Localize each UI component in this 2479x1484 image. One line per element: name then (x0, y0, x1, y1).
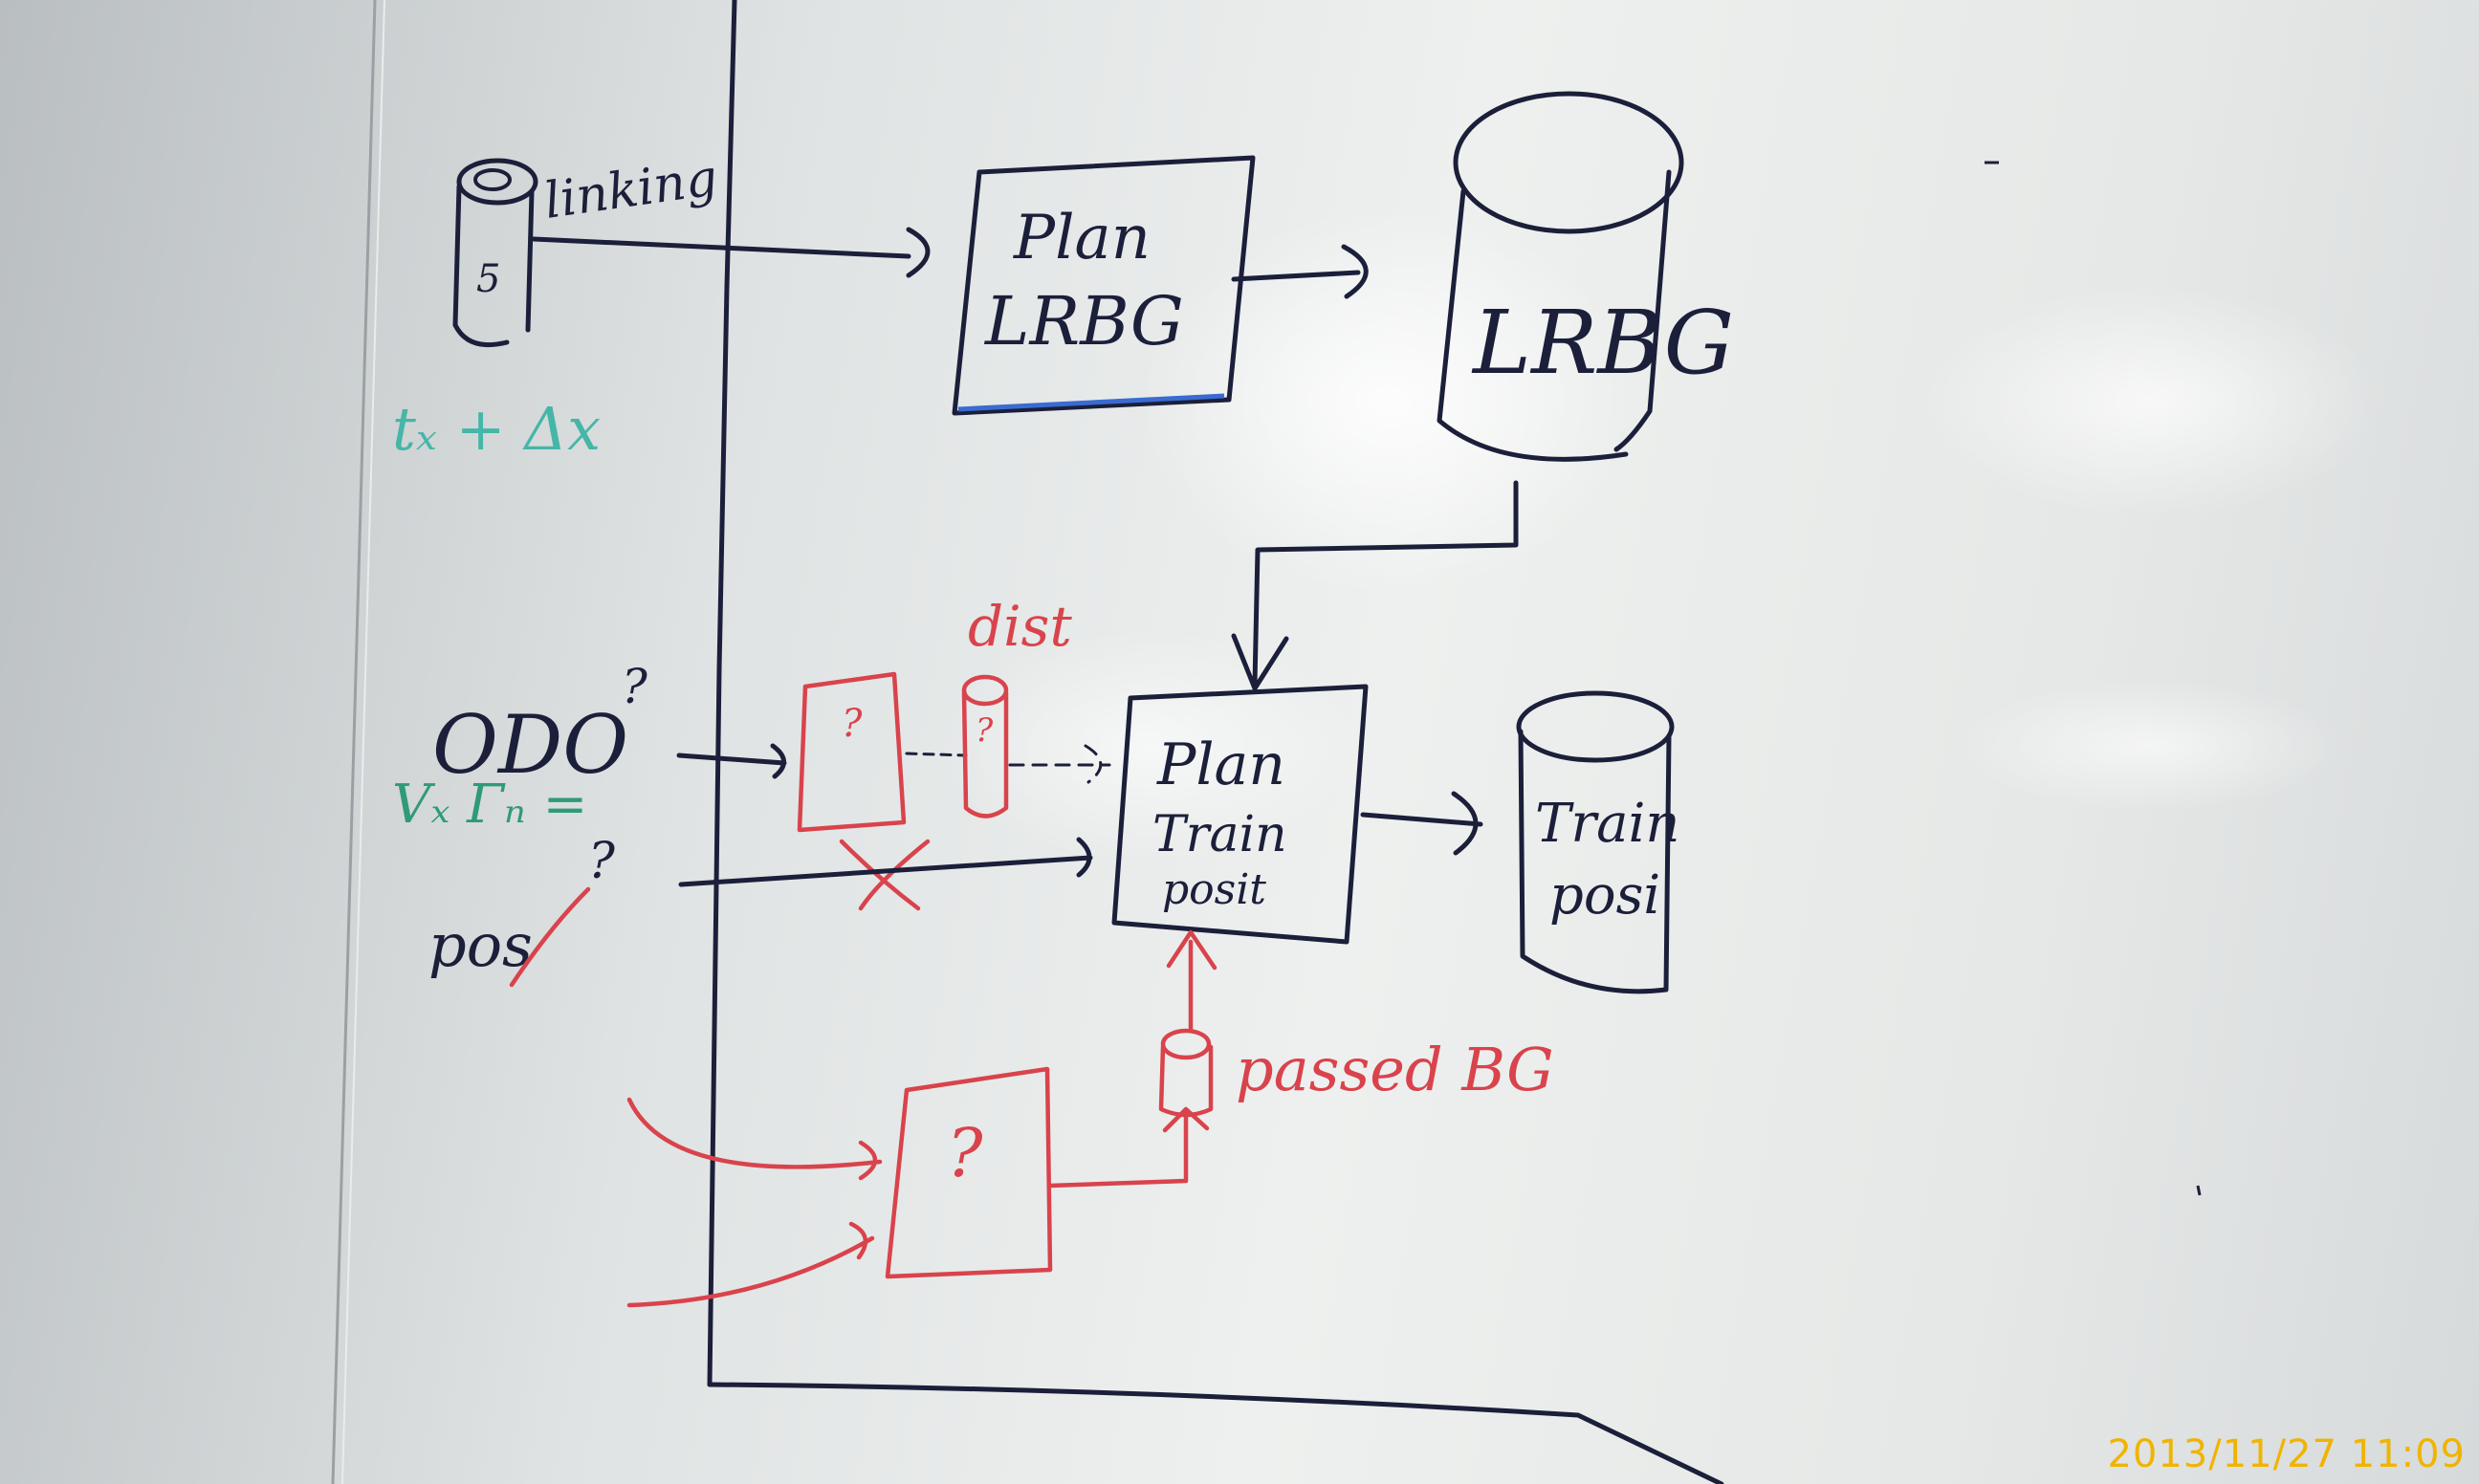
arrow-dist-to-plan-train (1008, 744, 1111, 784)
arrow-lrbg-to-plan-train (1231, 480, 1519, 691)
dist-label: dist (968, 594, 1072, 659)
arrow-plan-train-to-store (1360, 791, 1483, 856)
pos-question: ? (588, 833, 616, 890)
bottom-q-label: ? (947, 1114, 983, 1192)
tx-dx-label: tₓ + Δx (392, 394, 601, 464)
plan-train-posit-box: Plan Train posit (1111, 684, 1369, 945)
arrow-plan-lrbg-to-store (1231, 244, 1369, 299)
incoming-curve-2 (626, 1221, 875, 1308)
vertical-divider (707, 0, 737, 1387)
arrow-pos-to-plan-train (678, 837, 1093, 887)
linking-label: linking (540, 149, 720, 230)
source-cylinder-label: 5 (476, 257, 500, 301)
passed-bg-label: passed BG (1236, 1035, 1554, 1104)
plan-lrbg-box: Plan LRBG (952, 155, 1256, 416)
arrow-q-box-to-dist (905, 752, 968, 757)
board-frame-edge (331, 0, 377, 1484)
plan-lrbg-line1: Plan (1013, 203, 1151, 273)
plan-train-line1: Plan (1156, 731, 1285, 798)
q-box-red: ? (797, 671, 907, 833)
pos-label: pos (428, 910, 533, 980)
board-frame-highlight (341, 0, 385, 1484)
pos-strike (509, 886, 591, 988)
dist-cylinder-label: ? (976, 711, 994, 750)
plan-train-line3: posit (1162, 865, 1266, 914)
lrbg-store-cylinder: LRBG (1437, 91, 1734, 462)
plan-lrbg-line2: LRBG (983, 282, 1184, 360)
plan-train-line2: Train (1152, 806, 1287, 863)
arrow-source-to-plan-lrbg (531, 227, 931, 278)
vx-rn-label: Vₓ Γₙ = (392, 774, 587, 836)
dist-cylinder: ? (961, 674, 1009, 818)
q-box-label: ? (842, 702, 863, 746)
source-cylinder: 5 (452, 158, 538, 348)
incoming-curve-1 (626, 1097, 883, 1181)
train-posi-cylinder: Train posi (1516, 690, 1679, 994)
passed-bg-cylinder (1158, 1028, 1214, 1118)
train-posi-line1: Train (1535, 793, 1679, 855)
odo-label: ODO (432, 698, 628, 792)
stray-mark (2196, 1185, 2202, 1196)
arrow-bottom-box-to-passed-bg (1047, 1106, 1210, 1189)
photo-timestamp: 2013/11/27 11:09 (2107, 1432, 2466, 1476)
lrbg-store-label: LRBG (1471, 292, 1734, 394)
odo-question: ? (622, 659, 648, 714)
bottom-q-box: ? (885, 1066, 1053, 1279)
bottom-divider (707, 1382, 1724, 1484)
cross-out-mark (839, 839, 931, 911)
arrow-odo-to-q-box (676, 743, 787, 779)
arrow-passed-bg-to-plan-train (1166, 929, 1218, 1034)
train-posi-line2: posi (1549, 864, 1660, 927)
